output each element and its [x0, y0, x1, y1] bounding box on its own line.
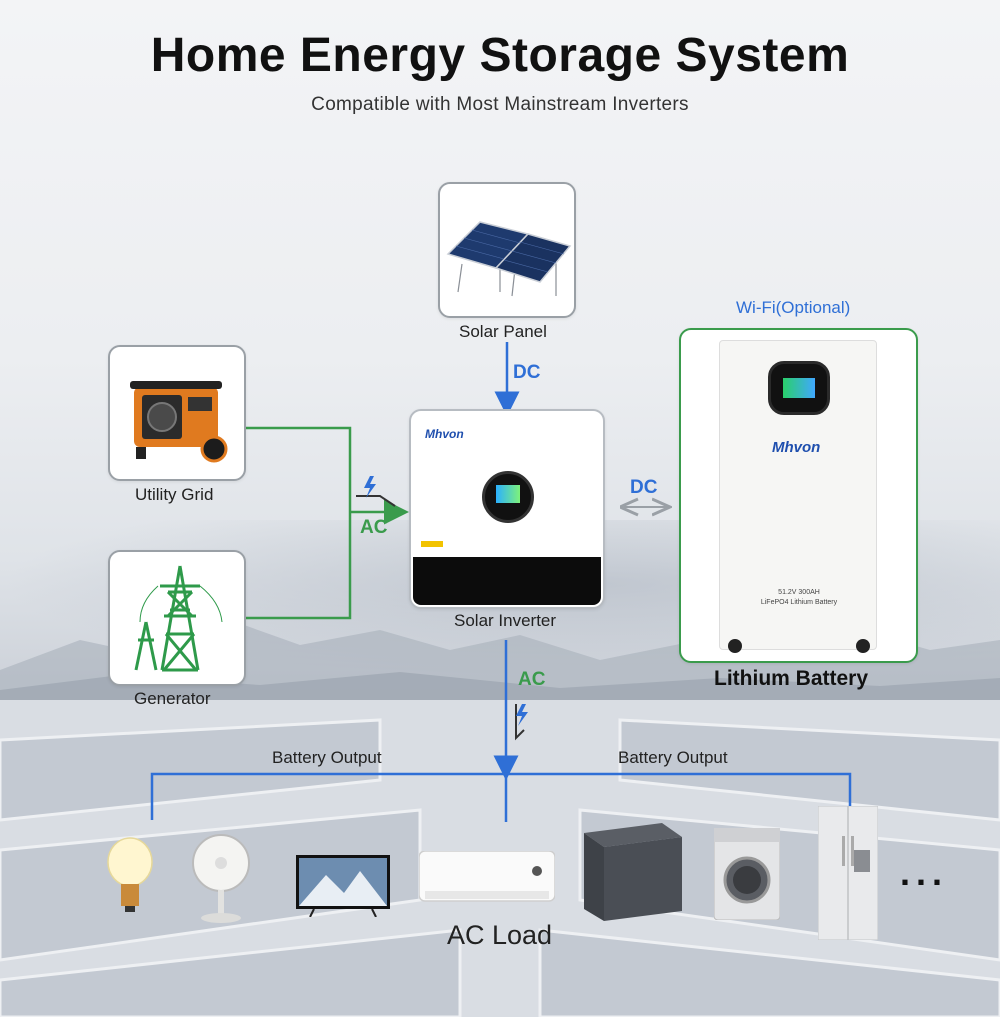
more-appliances-ellipsis: ...	[900, 852, 949, 893]
electric-fan-icon	[192, 834, 250, 923]
lithium-battery-card: Mhvon 51.2V 300AH LiFePO4 Lithium Batter…	[679, 328, 918, 663]
generator-label: Generator	[134, 689, 211, 708]
power-tower-icon	[134, 565, 223, 672]
solar-inverter-card: Mhvon	[409, 409, 605, 609]
lightning-icon-ac-out	[515, 704, 528, 741]
battery-wheel-left	[728, 639, 742, 653]
air-conditioner-icon	[419, 851, 555, 902]
washing-machine-icon	[714, 828, 780, 920]
inverter-brand-logo: Mhvon	[425, 427, 464, 441]
page-title: Home Energy Storage System	[150, 29, 850, 82]
generator-machine-icon	[130, 381, 228, 463]
wifi-label: Wi-Fi(Optional)	[736, 298, 851, 317]
page-subtitle: Compatible with Most Mainstream Inverter…	[311, 94, 689, 115]
chest-freezer-icon	[584, 823, 682, 921]
solar-panel-label: Solar Panel	[459, 322, 547, 341]
refrigerator-icon	[818, 806, 878, 940]
lightning-icon-ac-in	[356, 476, 396, 507]
inverter-display	[482, 471, 534, 523]
dc-label-solar: DC	[513, 362, 541, 383]
output-bus	[150, 772, 852, 820]
ac-label-load: AC	[518, 669, 546, 690]
lithium-battery-label: Lithium Battery	[714, 667, 869, 690]
battery-body: Mhvon 51.2V 300AH LiFePO4 Lithium Batter…	[719, 340, 877, 653]
inverter-screen	[496, 485, 520, 503]
battery-spec-line2: LiFePO4 Lithium Battery	[760, 599, 838, 606]
battery-spec-line1: 51.2V 300AH	[778, 589, 820, 596]
battery-screen	[783, 378, 815, 398]
dc-label-battery: DC	[630, 477, 658, 498]
ac-load-label: AC Load	[447, 920, 553, 950]
light-bulb-icon	[107, 837, 153, 912]
inverter-warning-label	[421, 541, 443, 547]
generator-card	[108, 550, 246, 686]
battery-wheel-right	[856, 639, 870, 653]
solar-panel-icon	[446, 221, 572, 297]
utility-grid-card	[108, 345, 246, 481]
battery-output-label-left: Battery Output	[272, 748, 382, 767]
ac-line-grid	[246, 426, 352, 620]
ac-label-grid: AC	[360, 517, 388, 538]
battery-brand-logo: Mhvon	[772, 439, 821, 456]
solar-inverter-label: Solar Inverter	[454, 611, 557, 630]
battery-output-label-right: Battery Output	[618, 748, 728, 767]
television-icon	[296, 855, 390, 917]
inverter-base-panel	[413, 557, 601, 605]
battery-display	[768, 361, 830, 415]
solar-panel-card	[438, 182, 576, 318]
utility-grid-label: Utility Grid	[135, 485, 214, 504]
